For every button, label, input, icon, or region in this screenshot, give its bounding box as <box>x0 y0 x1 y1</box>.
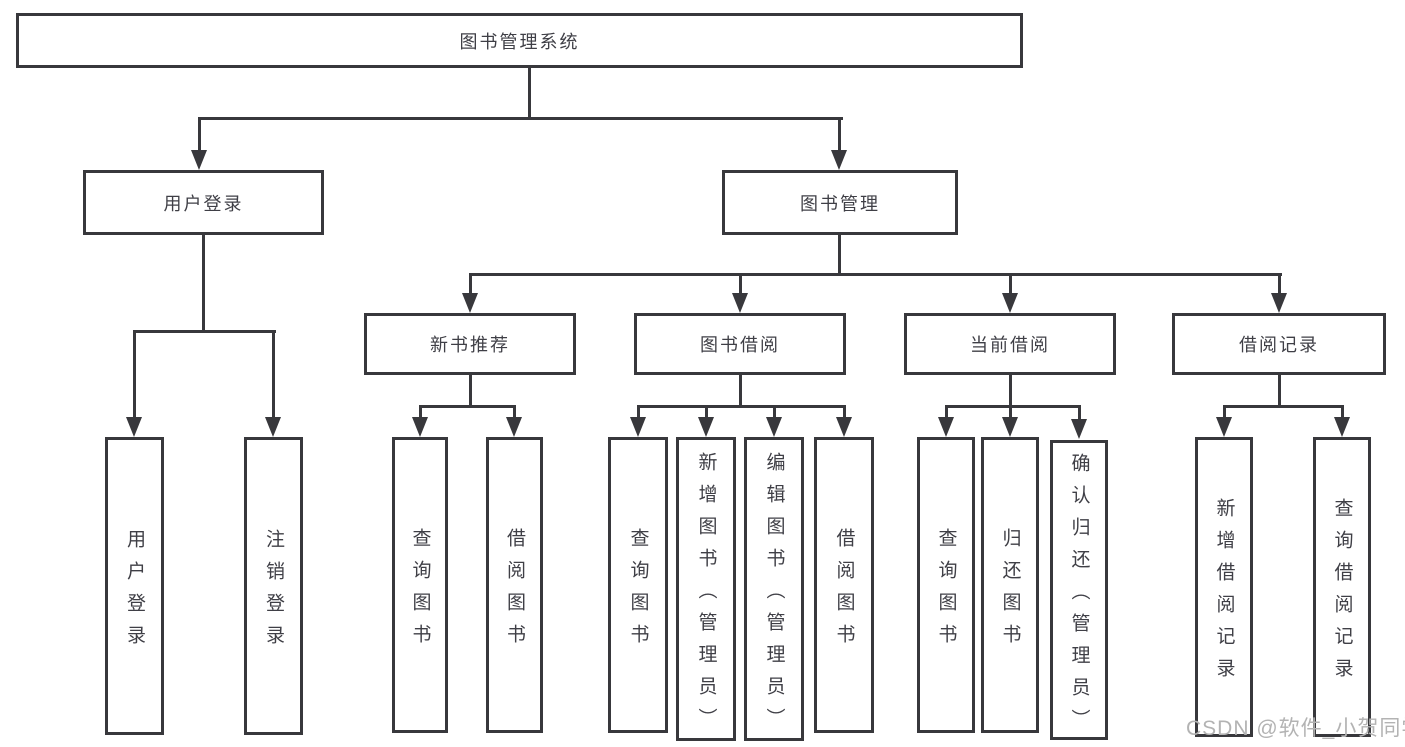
connector-nbr-stem <box>419 405 422 420</box>
node-borrowing-records: 借阅记录 <box>1172 313 1386 375</box>
connector-bb-stem <box>773 405 776 420</box>
leaf-rec-query-borrow-record: 查询借阅记录 <box>1313 437 1371 737</box>
leaf-logout: 注销登录 <box>244 437 303 735</box>
node-book-borrowing: 图书借阅 <box>634 313 846 375</box>
connector-ul-drop <box>202 235 205 333</box>
leaf-cb-query-books: 查询图书 <box>917 437 975 733</box>
connector-bb-stem <box>843 405 846 420</box>
connector-level3-rail <box>469 273 1282 276</box>
leaf-bb-query-books: 查询图书 <box>608 437 668 733</box>
leaf-rec-add-borrow-record: 新增借阅记录 <box>1195 437 1253 737</box>
arrowhead-icon <box>698 417 714 437</box>
node-borrowing-records-label: 借阅记录 <box>1239 335 1319 355</box>
arrowhead-icon <box>1002 293 1018 313</box>
connector-ul-stem <box>133 330 136 419</box>
connector-user-login-stem <box>198 117 201 152</box>
node-new-book-recommendation-label: 新书推荐 <box>430 335 510 355</box>
connector-cb-rail <box>945 405 1081 408</box>
connector-nbr-rail <box>419 405 516 408</box>
leaf-bb-add-book-admin-label: 新增图书（管理员） <box>695 451 717 740</box>
node-new-book-recommendation: 新书推荐 <box>364 313 576 375</box>
arrowhead-icon <box>412 417 428 437</box>
leaf-cb-confirm-return-admin: 确认归还（管理员） <box>1050 440 1108 741</box>
node-user-login: 用户登录 <box>83 170 324 235</box>
arrowhead-icon <box>630 417 646 437</box>
arrowhead-icon <box>938 417 954 437</box>
arrowhead-icon <box>265 417 281 437</box>
leaf-rec-query-borrow-record-label: 查询借阅记录 <box>1331 497 1353 690</box>
leaf-cb-confirm-return-admin-label: 确认归还（管理员） <box>1068 452 1090 741</box>
node-library-system-label: 图书管理系统 <box>459 31 580 52</box>
leaf-logout-label: 注销登录 <box>263 528 284 657</box>
leaf-nbr-borrow-books: 借阅图书 <box>486 437 543 733</box>
arrowhead-icon <box>1216 417 1232 437</box>
leaf-nbr-query-books: 查询图书 <box>392 437 448 733</box>
connector-l3-stem <box>1009 273 1012 297</box>
connector-level2-rail <box>198 117 843 120</box>
leaf-user-login-label: 用户登录 <box>124 528 145 657</box>
csdn-watermark: CSDN @软件_小贺同学 <box>1186 717 1405 740</box>
leaf-bb-query-books-label: 查询图书 <box>627 527 649 656</box>
connector-cb-drop <box>1009 375 1012 407</box>
leaf-cb-return-books-label: 归还图书 <box>999 527 1021 656</box>
connector-cb-stem <box>945 405 948 420</box>
connector-rec-stem <box>1223 405 1226 420</box>
connector-l3-stem <box>469 273 472 297</box>
connector-cb-stem <box>1009 405 1012 420</box>
connector-book-mgmt-stem <box>838 117 841 152</box>
connector-bm-drop <box>838 235 841 276</box>
leaf-nbr-borrow-books-label: 借阅图书 <box>504 527 525 656</box>
leaf-cb-return-books: 归还图书 <box>981 437 1039 733</box>
node-library-system: 图书管理系统 <box>16 13 1023 68</box>
connector-l3-stem <box>739 273 742 297</box>
leaf-rec-add-borrow-record-label: 新增借阅记录 <box>1213 497 1235 690</box>
arrowhead-icon <box>191 150 207 170</box>
connector-bb-stem <box>705 405 708 420</box>
node-current-borrowing-label: 当前借阅 <box>970 335 1050 355</box>
leaf-user-login: 用户登录 <box>105 437 164 735</box>
arrowhead-icon <box>732 293 748 313</box>
leaf-bb-add-book-admin: 新增图书（管理员） <box>676 437 736 741</box>
arrowhead-icon <box>836 417 852 437</box>
connector-bb-rail <box>637 405 846 408</box>
arrowhead-icon <box>1071 419 1087 439</box>
connector-bb-stem <box>637 405 640 420</box>
leaf-bb-edit-book-admin: 编辑图书（管理员） <box>744 437 804 741</box>
arrowhead-icon <box>766 417 782 437</box>
connector-bb-drop <box>739 375 742 407</box>
node-book-borrowing-label: 图书借阅 <box>700 335 780 355</box>
connector-l3-stem <box>1278 273 1281 297</box>
arrowhead-icon <box>1002 417 1018 437</box>
connector-nbr-drop <box>469 375 472 407</box>
leaf-cb-query-books-label: 查询图书 <box>935 527 957 656</box>
leaf-nbr-query-books-label: 查询图书 <box>409 527 431 656</box>
connector-rec-stem <box>1341 405 1344 420</box>
node-current-borrowing: 当前借阅 <box>904 313 1116 375</box>
arrowhead-icon <box>506 417 522 437</box>
connector-rec-drop <box>1278 375 1281 407</box>
arrowhead-icon <box>831 150 847 170</box>
connector-nbr-stem <box>513 405 516 420</box>
arrowhead-icon <box>1271 293 1287 313</box>
leaf-bb-borrow-books-label: 借阅图书 <box>833 527 855 656</box>
arrowhead-icon <box>462 293 478 313</box>
connector-cb-stem <box>1078 405 1081 420</box>
arrowhead-icon <box>126 417 142 437</box>
connector-ul-rail <box>133 330 276 333</box>
node-user-login-label: 用户登录 <box>163 193 244 214</box>
arrowhead-icon <box>1334 417 1350 437</box>
node-book-management-label: 图书管理 <box>800 193 880 214</box>
connector-ul-stem <box>272 330 275 419</box>
connector-root-stem <box>528 68 531 118</box>
connector-rec-rail <box>1223 405 1344 408</box>
leaf-bb-borrow-books: 借阅图书 <box>814 437 874 733</box>
node-book-management: 图书管理 <box>722 170 958 235</box>
leaf-bb-edit-book-admin-label: 编辑图书（管理员） <box>763 451 785 740</box>
